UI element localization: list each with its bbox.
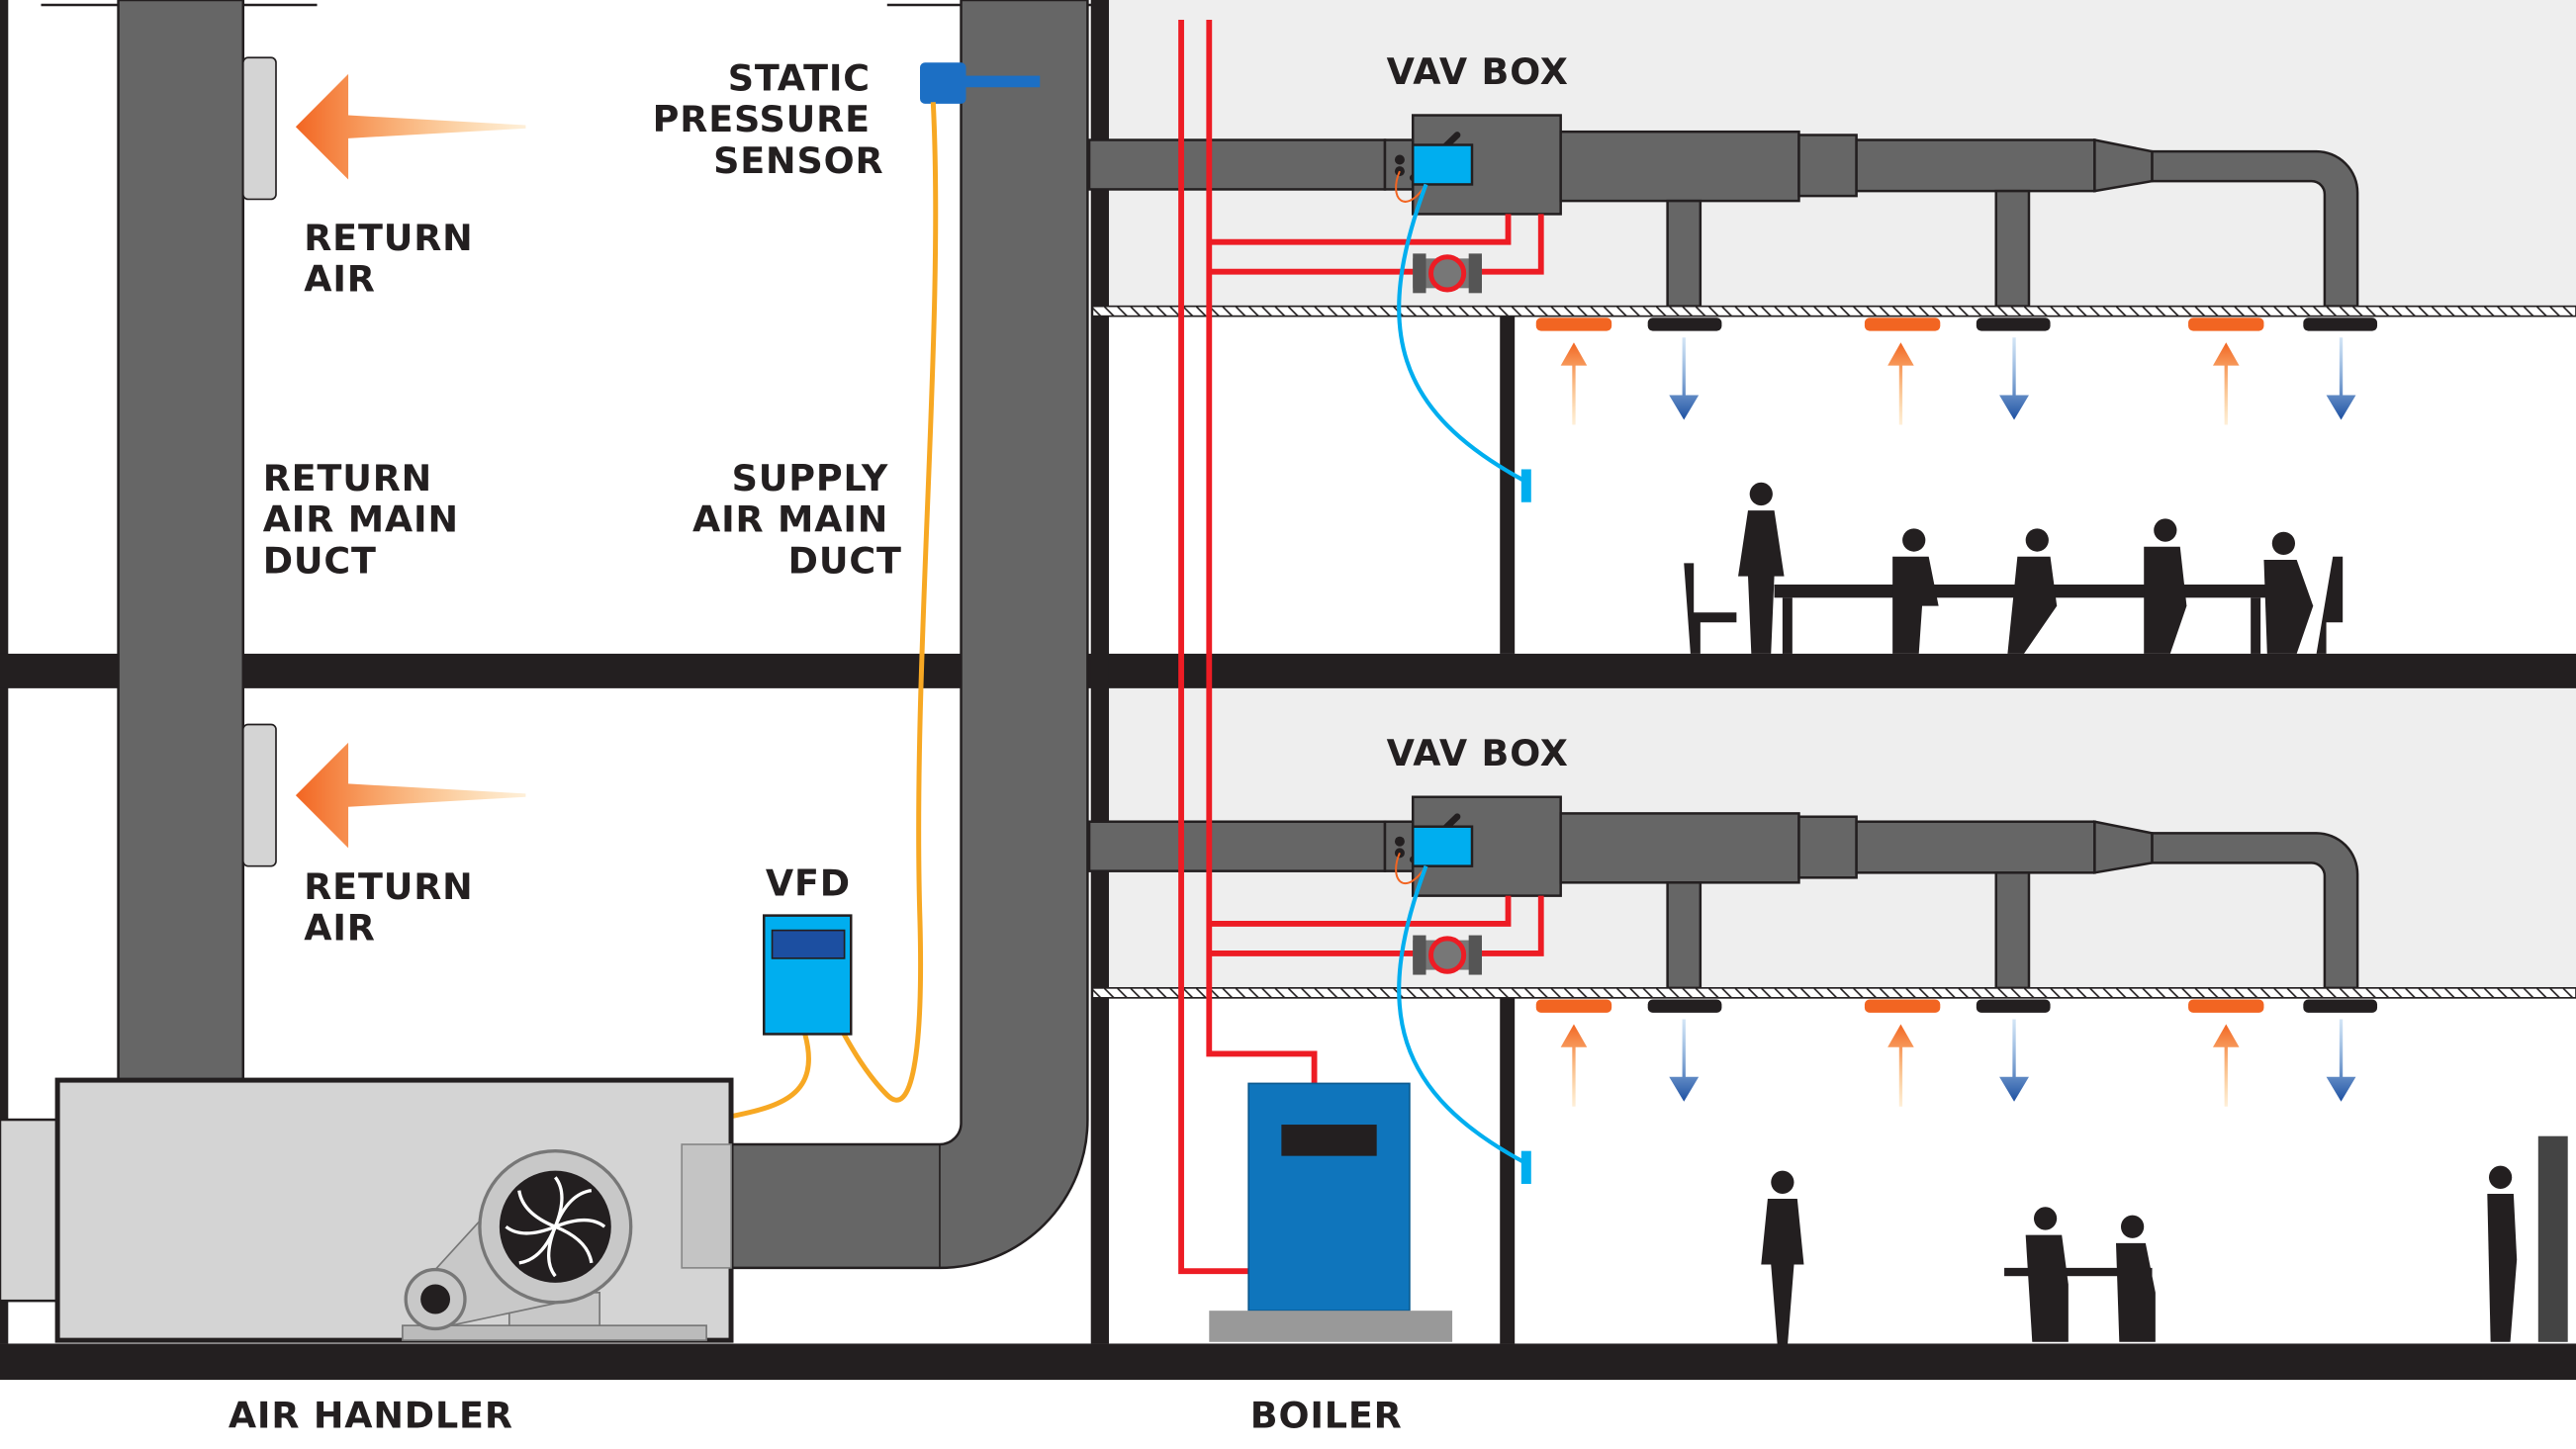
boiler-label: BOILER [1250,1394,1403,1436]
return-air-arrow-icon [295,742,526,849]
return-air-label: RETURN AIR [304,217,487,301]
vfd-label: VFD [766,862,851,905]
signal-wire [730,1033,811,1120]
vfd-unit [762,914,853,1036]
vav-box-label: VAV BOX [1387,732,1569,774]
office-people-silhouettes [1761,1135,2568,1347]
office-people-silhouettes [1684,482,2344,654]
return-air-main-duct [117,0,245,1082]
air-handler-label: AIR HANDLER [229,1394,513,1436]
boiler [1209,1082,1453,1342]
static-pressure-sensor [920,62,1041,104]
static-pressure-sensor-label: STATIC PRESSURE SENSOR [653,57,884,182]
floor-slab [0,653,2576,688]
return-air-main-duct-label: RETURN AIR MAIN DUCT [263,457,473,582]
air-handler [0,1077,734,1343]
ground-slab [0,1343,2576,1381]
vav-box-label: VAV BOX [1387,50,1569,93]
return-air-arrow-icon [295,73,526,180]
supply-air-main-duct-label: SUPPLY AIR MAIN DUCT [692,457,902,582]
return-air-label: RETURN AIR [304,865,487,950]
return-grille [241,723,277,867]
signal-wire [839,102,939,1103]
return-grille [241,56,277,201]
supply-air-main-duct [729,0,1089,1270]
